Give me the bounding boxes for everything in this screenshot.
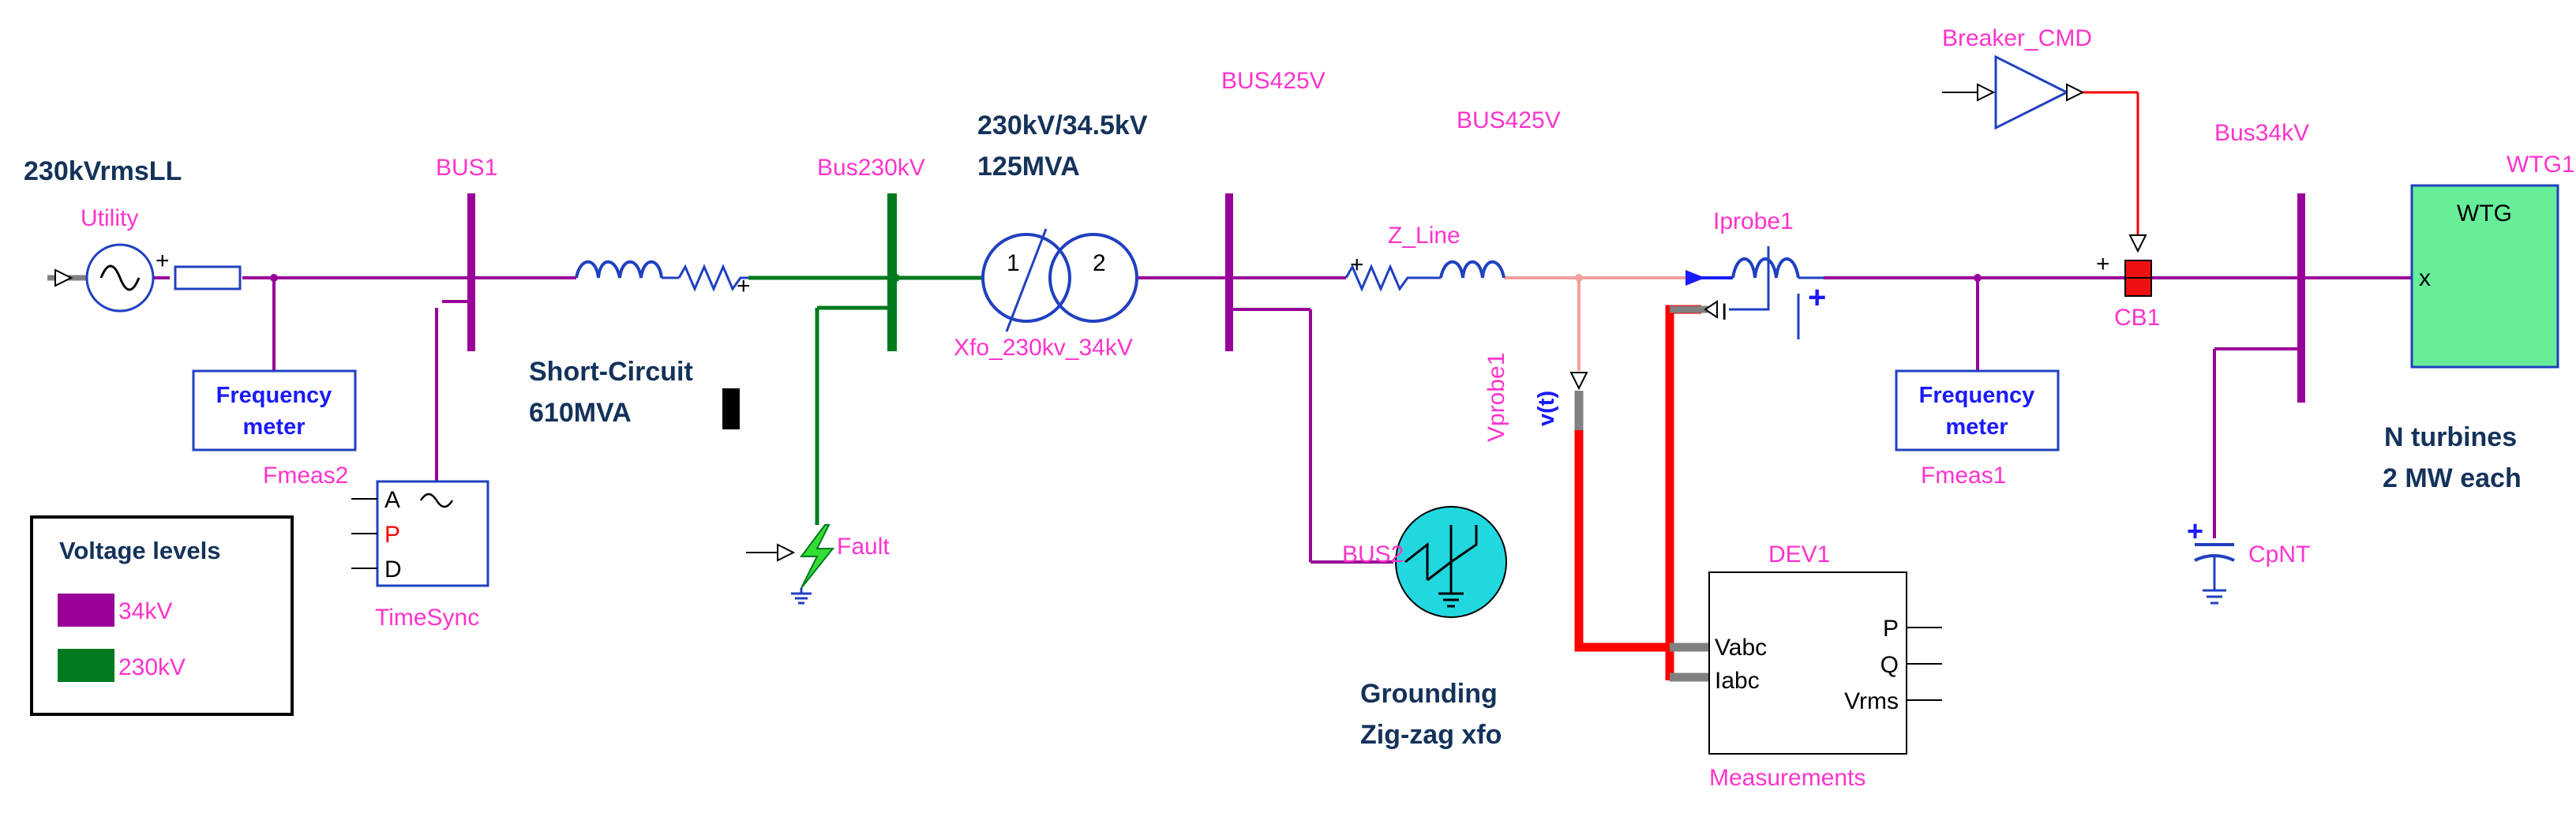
- short-circuit-label-2: 610MVA: [529, 398, 632, 428]
- breaker-cmd-label: Breaker_CMD: [1942, 25, 2092, 51]
- junction-vprobe: [1575, 274, 1583, 282]
- signal-vabc: [1574, 418, 1670, 652]
- measurements-label: Measurements: [1709, 765, 1865, 791]
- fmeas1-subtitle: meter: [1946, 414, 2008, 440]
- timesync-pin-p: P: [384, 522, 400, 548]
- vprobe-arrow-icon[interactable]: [1569, 372, 1588, 391]
- short-circuit-label-1: Short-Circuit: [529, 357, 693, 387]
- iprobe-plus: +: [1808, 280, 1826, 315]
- fault-input-arrow: [777, 543, 796, 562]
- utility-label: Utility: [81, 205, 138, 231]
- source-voltage-label: 230kVrmsLL: [24, 156, 182, 186]
- vprobe1-label: Vprobe1: [1483, 353, 1509, 442]
- fmeas2-label: Fmeas2: [263, 463, 348, 489]
- zline-inductor-icon[interactable]: [1439, 260, 1505, 279]
- fault-label: Fault: [837, 534, 890, 560]
- wtg-pin-x: x: [2419, 265, 2431, 291]
- xfo-winding1-icon[interactable]: [981, 233, 1071, 323]
- breaker-cmd-gain-icon[interactable]: [1994, 54, 2070, 130]
- meas-pin-vrms: Vrms: [1844, 688, 1899, 714]
- cpnt-label: CpNT: [2248, 541, 2310, 568]
- bus34kv-bar[interactable]: [2297, 193, 2305, 403]
- short-circuit-marker: [722, 388, 740, 429]
- signal-iabc: [1665, 305, 1701, 680]
- cap-plus: +: [2187, 515, 2203, 547]
- bus425v-label-b: BUS425V: [1457, 107, 1561, 133]
- legend-swatch-230kv: [58, 649, 114, 682]
- source-input-arrow: [54, 268, 73, 287]
- legend-label-34kv: 34kV: [118, 598, 172, 624]
- measurements-block[interactable]: [1708, 571, 1907, 755]
- impedance-plus: +: [737, 273, 751, 299]
- iprobe-arrow-icon: [1685, 270, 1705, 286]
- iprobe-coil-icon[interactable]: [1731, 257, 1800, 279]
- meas-pin-p: P: [1883, 616, 1899, 642]
- bus34kv-label: Bus34kV: [2214, 120, 2309, 146]
- junction-fmeas1: [1974, 274, 1982, 282]
- breaker-cmd-input-arrow: [1977, 83, 1996, 102]
- fmeas2-subtitle: meter: [243, 414, 306, 440]
- wtg1-label: WTG1: [2507, 152, 2575, 178]
- fmeas2-title: Frequency: [216, 383, 332, 408]
- bus1-label: BUS1: [436, 155, 497, 181]
- bus230kv-label: Bus230kV: [817, 155, 925, 181]
- xfo-w2-label: 2: [1093, 250, 1106, 276]
- bus425v-label-a: BUS425V: [1221, 68, 1325, 94]
- bus425v-bar[interactable]: [1225, 193, 1233, 351]
- wtg-block-label: WTG: [2457, 200, 2512, 227]
- resistor-icon: [677, 264, 748, 292]
- zline-label: Z_Line: [1388, 223, 1460, 249]
- source-plus: +: [156, 248, 170, 274]
- xfo-winding2-icon[interactable]: [1048, 233, 1138, 323]
- timesync-block[interactable]: [376, 480, 489, 587]
- xfo-rating-label-2: 125MVA: [977, 152, 1080, 182]
- vprobe-v-label: v(t): [1534, 391, 1559, 426]
- grounding-label-2: Zig-zag xfo: [1360, 720, 1502, 750]
- source-resistor-icon: [174, 265, 242, 290]
- fault-lightning-icon[interactable]: [800, 524, 835, 589]
- meas-pin-vabc: Vabc: [1715, 635, 1767, 661]
- wtg-block[interactable]: [2410, 184, 2559, 369]
- iprobe-i-label: I: [1721, 299, 1727, 325]
- cb1-plus: +: [2096, 251, 2110, 277]
- n-turbines-label-2: 2 MW each: [2383, 463, 2522, 493]
- xfo-w1-label: 1: [1007, 250, 1020, 276]
- dev1-label: DEV1: [1768, 541, 1830, 568]
- n-turbines-label-1: N turbines: [2384, 422, 2517, 452]
- iprobe-sense-line: [1729, 246, 1770, 311]
- cb-command-arrow: [2128, 234, 2147, 253]
- timesync-pin-a: A: [384, 487, 400, 513]
- xfo-name-label: Xfo_230kv_34kV: [954, 335, 1133, 361]
- inductor-icon: [575, 260, 663, 279]
- iprobe-output-arrow: [1704, 300, 1718, 319]
- fmeas1-label: Fmeas1: [1921, 463, 2006, 489]
- timesync-label: TimeSync: [375, 605, 479, 631]
- xfo-rating-label-1: 230kV/34.5kV: [977, 111, 1148, 140]
- zline-plus: +: [1350, 252, 1364, 278]
- timesync-sine-icon: [419, 493, 454, 508]
- legend-swatch-34kv: [58, 594, 114, 627]
- sine-wave-icon: [99, 264, 141, 291]
- legend-title: Voltage levels: [59, 537, 220, 564]
- cb1-label: CB1: [2114, 305, 2160, 331]
- junction-fmeas2: [270, 274, 278, 282]
- meas-pin-iabc: Iabc: [1715, 668, 1760, 694]
- bus230kv-bar[interactable]: [887, 193, 897, 351]
- iprobe1-label: Iprobe1: [1713, 208, 1794, 234]
- frequency-meter-fmeas1[interactable]: [1895, 369, 2060, 451]
- frequency-meter-fmeas2[interactable]: [192, 369, 357, 451]
- bus2-label: BUS2: [1342, 541, 1404, 568]
- legend-label-230kv: 230kV: [118, 654, 186, 680]
- zline-resistor-icon: [1344, 264, 1441, 292]
- meas-pin-q: Q: [1880, 652, 1899, 678]
- fmeas1-title: Frequency: [1919, 383, 2035, 408]
- timesync-pin-d: D: [384, 556, 402, 583]
- grounding-label-1: Grounding: [1360, 679, 1498, 709]
- bus1-bar[interactable]: [467, 193, 475, 351]
- xfo-saturation-mark: [1005, 228, 1048, 332]
